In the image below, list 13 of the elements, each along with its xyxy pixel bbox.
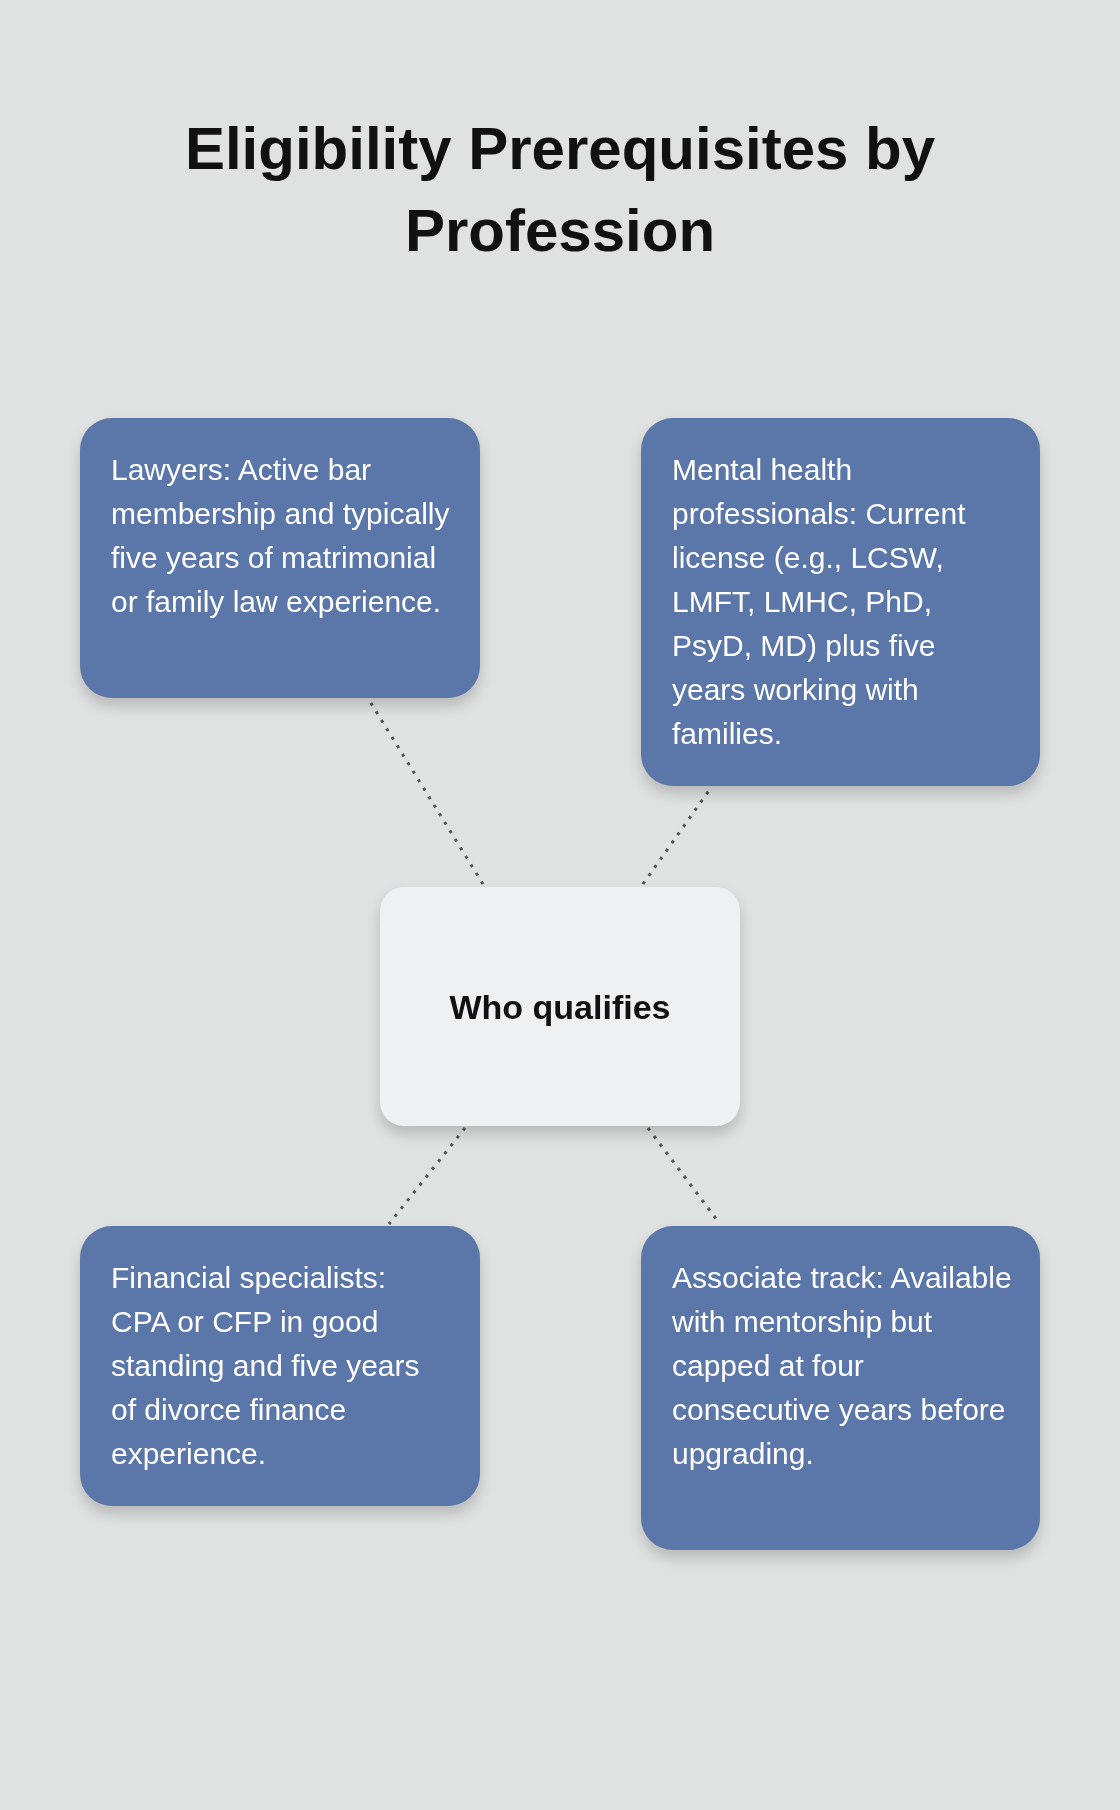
card-text: Lawyers: Active bar membership and typically five years of matrimonial or family law experience. <box>111 452 451 620</box>
info-card <box>80 418 480 698</box>
center-box <box>380 887 740 1126</box>
info-card <box>641 1226 1040 1550</box>
center-label: Who qualifies <box>449 986 671 1028</box>
card-text: Mental health professionals: Current license (e.g., LCSW, LMFT, LMHC, PhD, PsyD, MD) plus five years working with families. <box>672 452 967 752</box>
card-text: Financial specialists: CPA or CFP in good standing and five years of divorce finance experience. <box>111 1260 421 1472</box>
dotted-connector <box>641 788 712 885</box>
card-text: Associate track: Available with mentorship but capped at four consecutive years before upgrading. <box>672 1260 1012 1472</box>
diagram-title: Eligibility Prerequisites by Profession <box>183 114 937 266</box>
info-card <box>80 1226 480 1506</box>
dotted-connector <box>387 1127 467 1225</box>
info-card <box>641 418 1040 786</box>
